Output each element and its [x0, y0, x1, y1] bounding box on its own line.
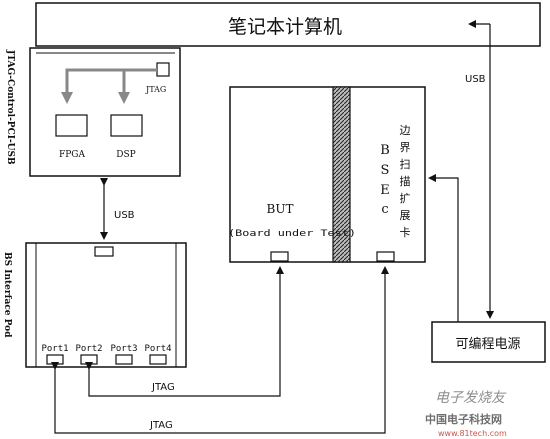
- but-board: BUT (Board under Test) B S E c 边 界 扫 描 扩…: [228, 86, 426, 263]
- bsec-cn-char-6: 展: [400, 209, 411, 222]
- but-label: BUT: [267, 202, 294, 216]
- jtag-label-upper: JTAG: [151, 382, 175, 393]
- pod-usb-connector: [94, 246, 114, 257]
- jtag-distribution-line: [61, 68, 157, 104]
- laptop-label: 笔记本计算机: [228, 16, 342, 38]
- bsec-jtag-connector: [376, 251, 395, 262]
- pod-side-label: BS Interface Pod: [2, 252, 12, 338]
- programmable-power-supply: 可编程电源: [431, 321, 546, 363]
- bsec-cn-char-7: 卡: [400, 226, 411, 239]
- port4-connector: [149, 354, 167, 365]
- dsp-label: DSP: [116, 150, 135, 160]
- port3-connector: [115, 354, 133, 365]
- hatched-connector-strip: [332, 86, 351, 263]
- pci-card-side-label: JTAG-Control-PCI-USB: [5, 49, 15, 165]
- bsec-letter-c: c: [381, 202, 388, 217]
- jtag-connector: [156, 62, 170, 77]
- power-to-bsec-line: [428, 174, 459, 322]
- usb-label-laptop-power: USB: [465, 74, 486, 85]
- bsec-cn-char-3: 扫: [400, 158, 411, 171]
- port1-connector: [46, 354, 64, 365]
- but-jtag-connector: [270, 251, 289, 262]
- port4-label: Port4: [144, 344, 171, 354]
- jtag-label-lower: JTAG: [149, 420, 173, 431]
- usb-label-pci-pod: USB: [114, 210, 135, 221]
- but-sublabel: (Board under Test): [228, 229, 356, 239]
- bsec-letter-s: S: [381, 163, 390, 178]
- port3-label: Port3: [110, 344, 137, 354]
- bsec-cn-char-1: 边: [400, 124, 411, 137]
- pci-card: JTAG-Control-PCI-USB JTAG FPGA DSP: [5, 47, 181, 177]
- jtag-link-port1-bsec: [51, 266, 389, 434]
- fpga-chip: [55, 114, 88, 137]
- bsec-letter-e: E: [380, 183, 390, 198]
- dsp-chip: [110, 114, 143, 137]
- watermark-url: www.81tech.com: [438, 429, 507, 438]
- watermark-line1: 电子发烧友: [435, 390, 507, 406]
- power-supply-label: 可编程电源: [455, 337, 520, 352]
- bs-interface-pod: BS Interface Pod Port1 Port2 Port3 Port4: [2, 242, 187, 368]
- fpga-label: FPGA: [59, 150, 85, 160]
- watermark-logo: 电子发烧友 中国电子科技网 www.81tech.com: [425, 390, 507, 438]
- watermark-line2: 中国电子科技网: [425, 412, 502, 426]
- port1-label: Port1: [41, 344, 68, 354]
- bsec-cn-char-4: 描: [400, 174, 411, 188]
- port2-connector: [80, 354, 98, 365]
- bsec-cn-char-2: 界: [400, 141, 411, 154]
- bsec-letter-b: B: [380, 143, 390, 158]
- port2-label: Port2: [75, 344, 102, 354]
- pci-jtag-label: JTAG: [145, 85, 166, 94]
- laptop-box: 笔记本计算机: [35, 2, 541, 47]
- bsec-cn-char-5: 扩: [400, 191, 411, 205]
